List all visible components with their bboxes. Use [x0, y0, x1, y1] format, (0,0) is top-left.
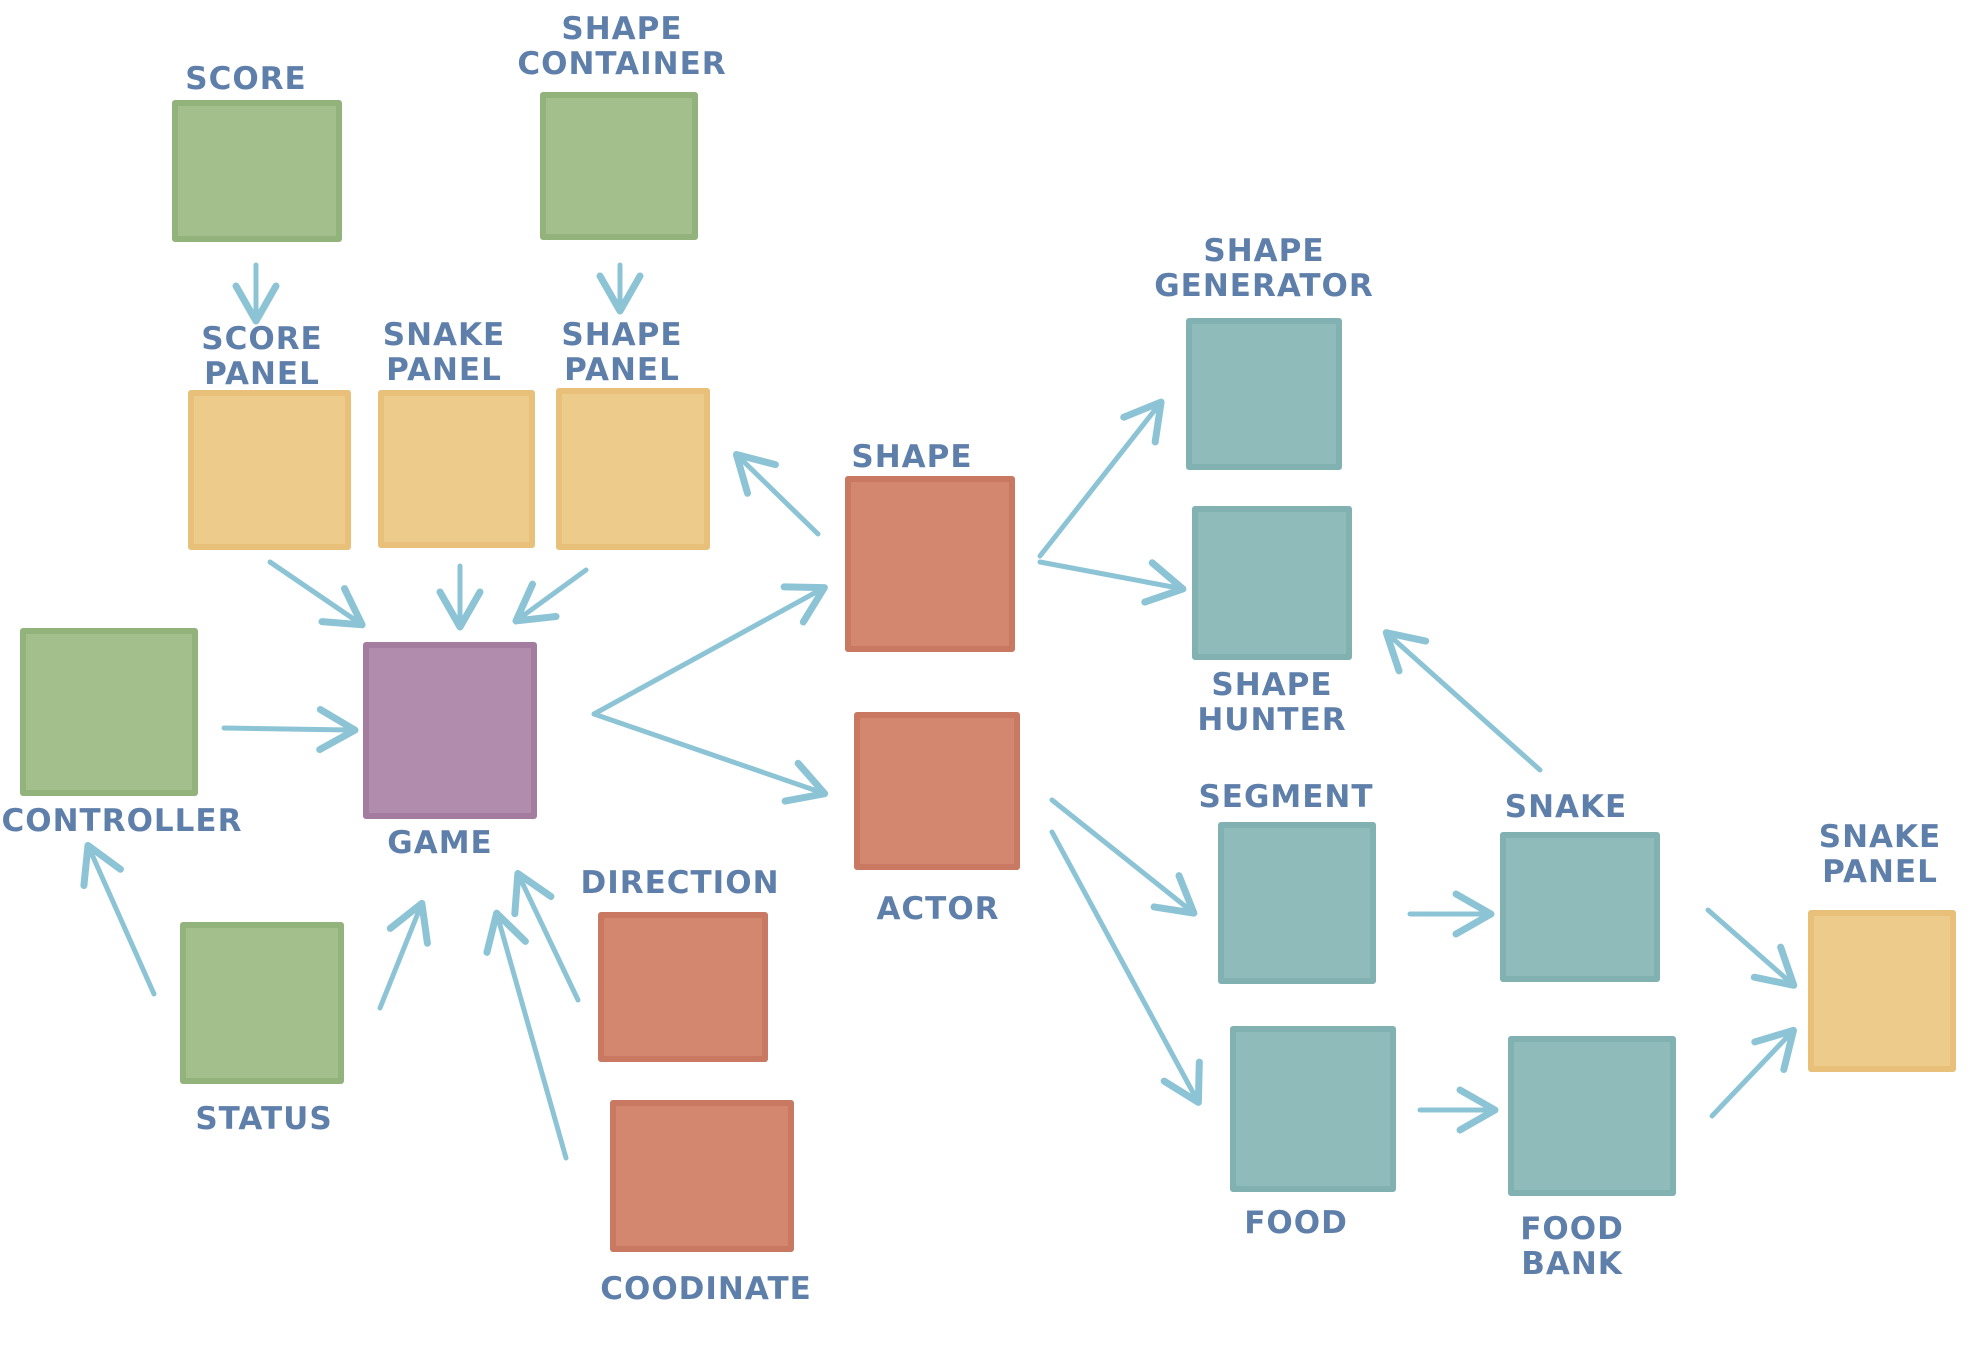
arrow-snake-to-shape-hunter [1382, 629, 1543, 773]
arrow-controller-to-game [221, 706, 359, 754]
arrow-actor-to-food [1049, 829, 1203, 1106]
arrow-snake-to-snake-panel [1705, 907, 1798, 989]
segment-box[interactable] [1218, 822, 1376, 984]
status-label: STATUS [195, 1101, 333, 1137]
score-label: SCORE [185, 61, 307, 97]
score-panel-label: SCORE PANEL [201, 321, 323, 392]
arrow-game-to-actor [591, 711, 829, 805]
direction-label: DIRECTION [580, 865, 780, 901]
arrow-status-to-game [377, 899, 431, 1011]
shape-container-box[interactable] [540, 92, 698, 240]
segment-label: SEGMENT [1198, 779, 1374, 815]
food-bank-box[interactable] [1508, 1036, 1676, 1196]
arrow-actor-to-segment [1049, 797, 1198, 917]
arrow-food-bank-to-snake-panel [1709, 1026, 1797, 1119]
snake-label: SNAKE [1504, 789, 1628, 825]
food-box[interactable] [1230, 1026, 1396, 1192]
snake-panel-top-box[interactable] [378, 390, 535, 548]
score-panel-box[interactable] [188, 390, 351, 550]
arrow-status-to-controller [80, 841, 157, 997]
coodinate-label: COODINATE [600, 1271, 812, 1307]
shape-generator-label: SHAPE GENERATOR [1154, 233, 1374, 304]
coodinate-box[interactable] [610, 1100, 794, 1252]
food-label: FOOD [1244, 1205, 1348, 1241]
controller-box[interactable] [20, 628, 198, 796]
shape-hunter-label: SHAPE HUNTER [1197, 667, 1347, 738]
arrow-direction-to-game [511, 869, 581, 1003]
game-label: GAME [387, 825, 493, 861]
snake-box[interactable] [1500, 832, 1660, 982]
status-box[interactable] [180, 922, 344, 1084]
actor-box[interactable] [854, 712, 1020, 870]
shape-container-label: SHAPE CONTAINER [517, 11, 727, 82]
game-box[interactable] [363, 642, 537, 819]
score-box[interactable] [172, 100, 342, 242]
shape-label: SHAPE [851, 439, 973, 475]
actor-label: ACTOR [876, 891, 1000, 927]
shape-panel-label: SHAPE PANEL [561, 317, 683, 388]
arrow-shape-to-shape-hunter [1037, 559, 1187, 606]
controller-label: CONTROLLER [1, 803, 243, 839]
shape-hunter-box[interactable] [1192, 506, 1352, 660]
shape-generator-box[interactable] [1186, 318, 1342, 470]
arrow-shape-to-shape-panel [732, 451, 821, 537]
shape-panel-box[interactable] [556, 388, 710, 550]
food-bank-label: FOOD BANK [1520, 1211, 1624, 1282]
arrow-game-to-shape [591, 583, 828, 717]
arrow-shape-to-shape-generator [1037, 398, 1165, 559]
arrow-coodinate-to-game [483, 909, 569, 1161]
arrow-score-panel-to-game [267, 559, 366, 629]
snake-panel-right-label: SNAKE PANEL [1818, 819, 1942, 890]
snake-panel-right-box[interactable] [1808, 910, 1956, 1072]
shape-box[interactable] [845, 476, 1015, 652]
snake-panel-top-label: SNAKE PANEL [382, 317, 506, 388]
arrow-shape-panel-to-game [512, 567, 589, 625]
direction-box[interactable] [598, 912, 768, 1062]
